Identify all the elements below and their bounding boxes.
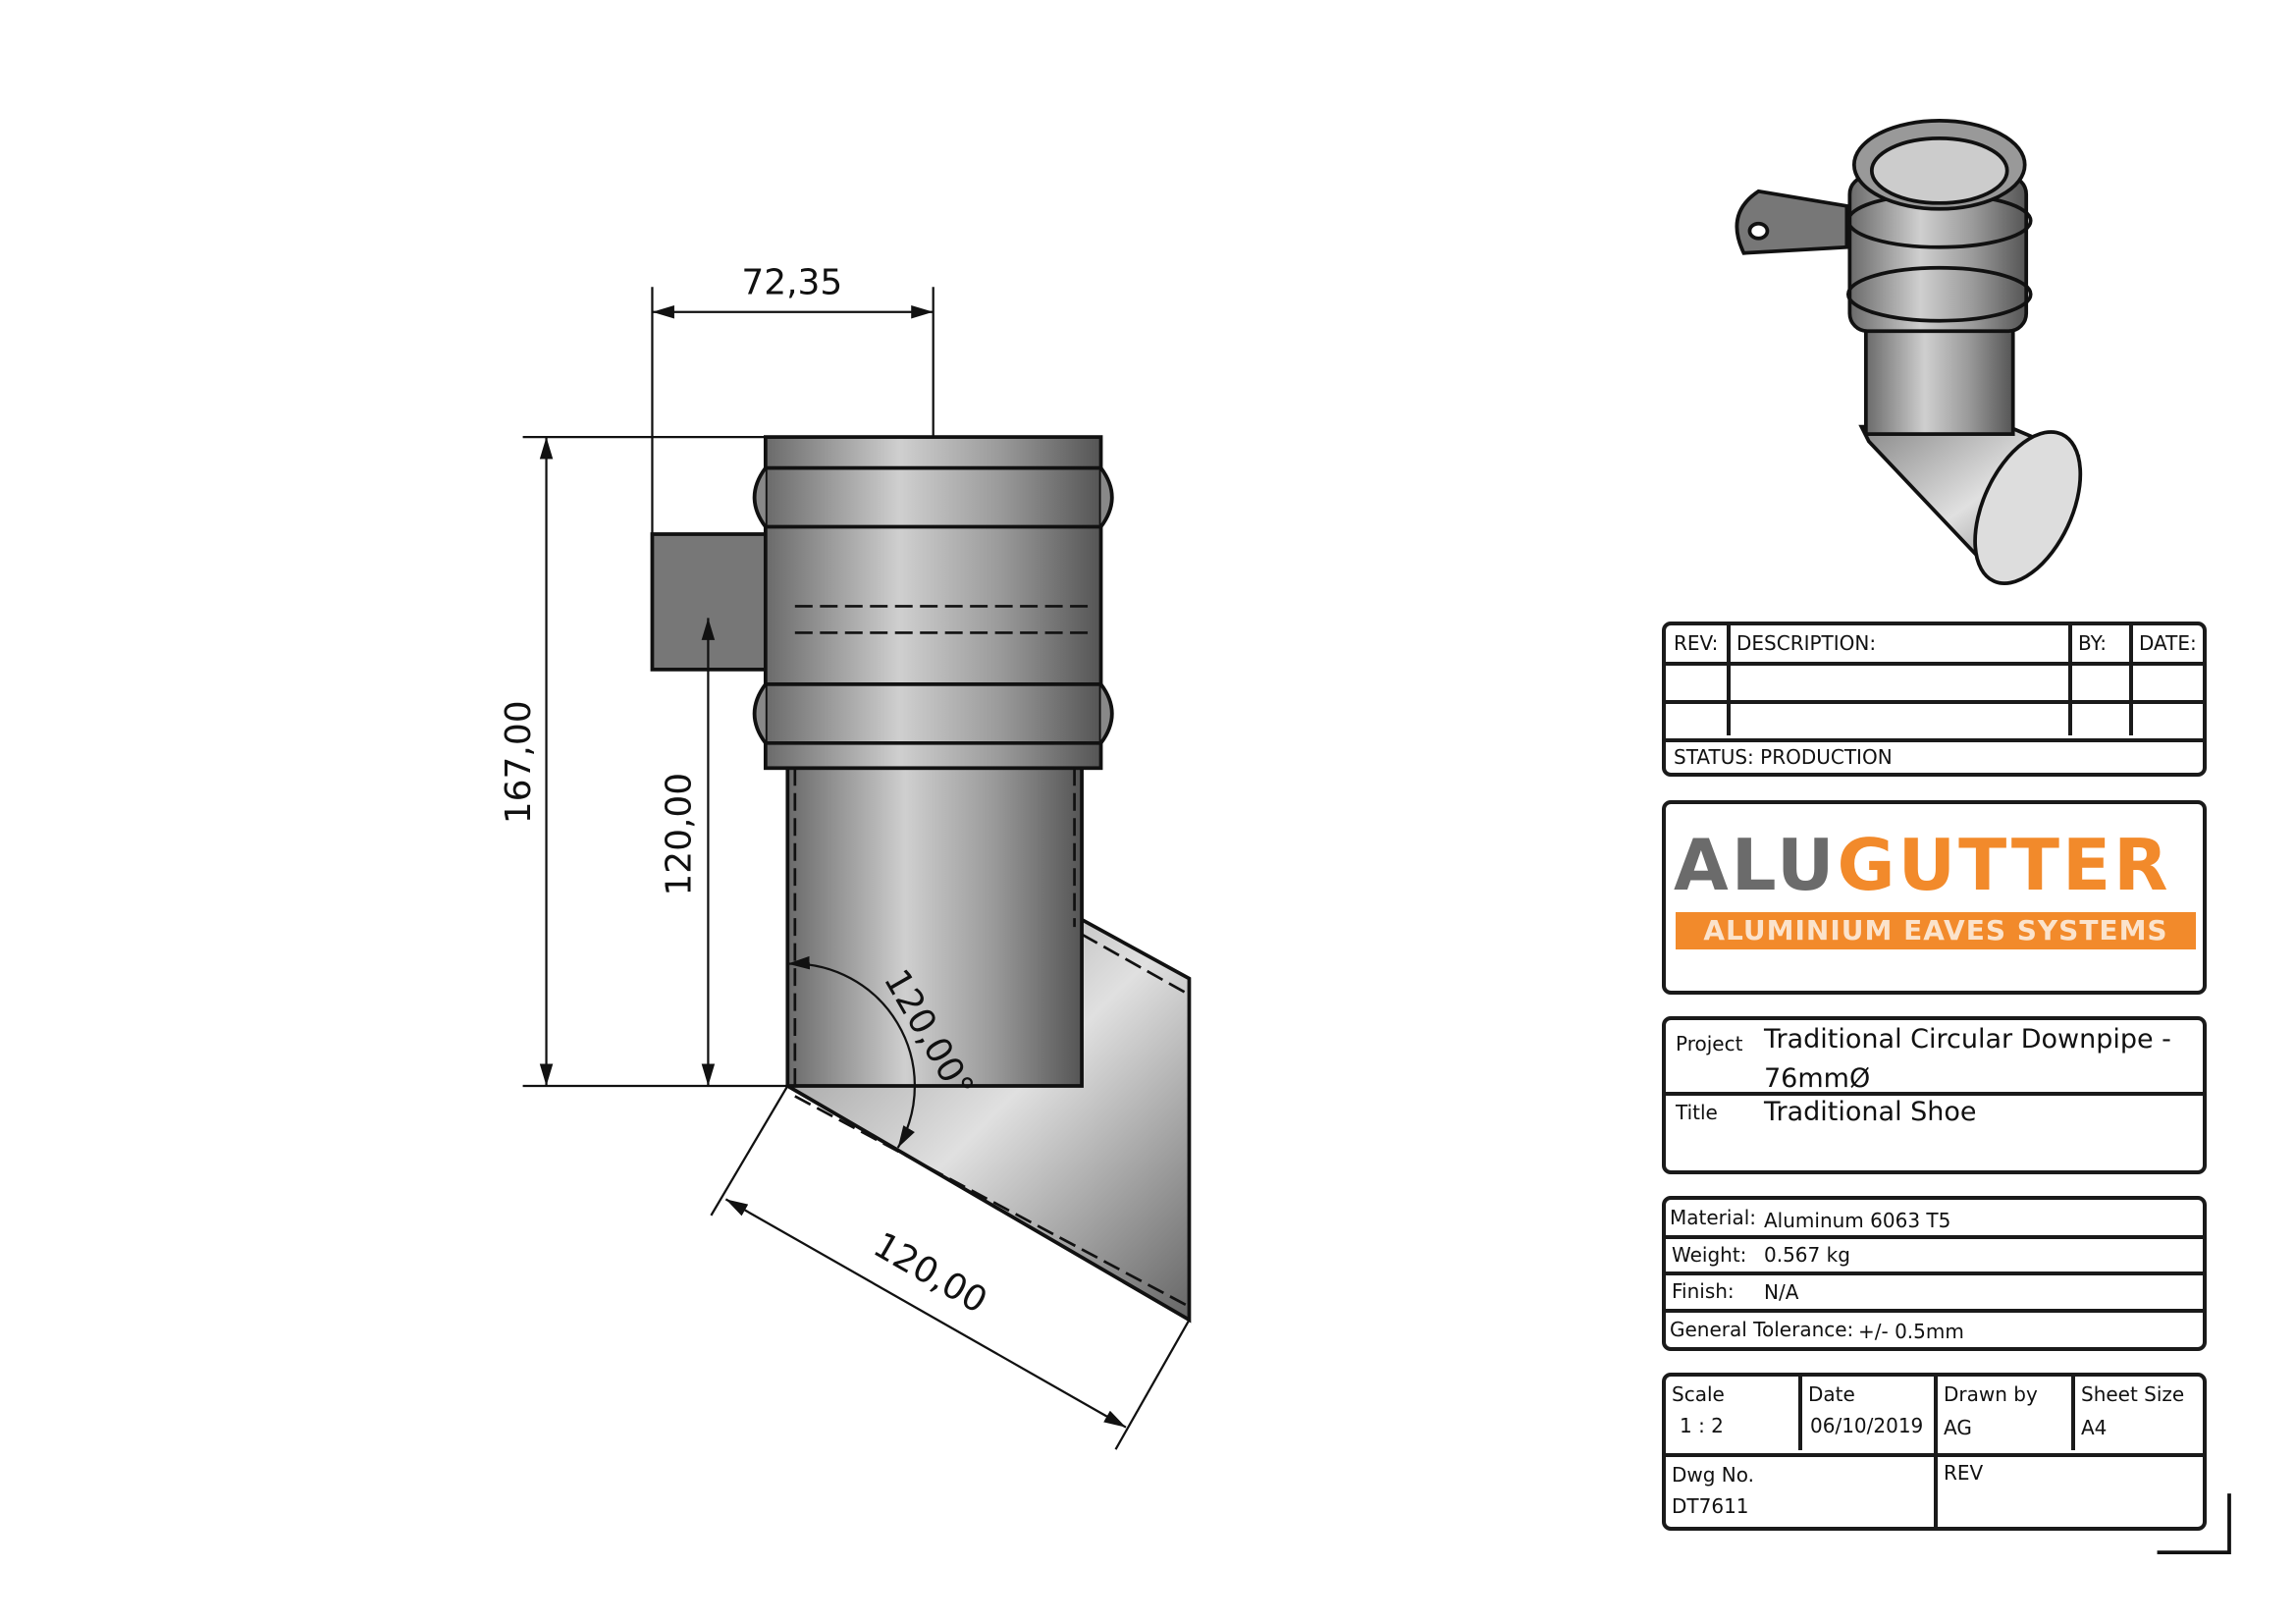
isometric-view: [1735, 119, 2083, 585]
project-value: Traditional Circular Downpipe -: [1764, 1024, 2171, 1055]
pipe-body: [785, 763, 1084, 1088]
dim-top-width: 72,35: [741, 263, 842, 303]
weight-label: Weight:: [1672, 1243, 1747, 1267]
company-logo: ALUGUTTER: [1674, 824, 2171, 906]
sheet-size-label: Sheet Size: [2081, 1382, 2185, 1406]
project-label: Project: [1676, 1032, 1743, 1055]
scale-value: 1 : 2: [1680, 1414, 1724, 1437]
material-value: Aluminum 6063 T5: [1764, 1209, 1951, 1232]
finish-label: Finish:: [1672, 1279, 1735, 1303]
dwg-no-value: DT7611: [1672, 1494, 1749, 1518]
rev-label: REV: [1944, 1461, 1984, 1485]
by-header: BY:: [2078, 631, 2107, 655]
finish-value: N/A: [1764, 1280, 1799, 1304]
description-header: DESCRIPTION:: [1736, 631, 1877, 655]
corner-mark: [2157, 1493, 2231, 1554]
status-text: STATUS: PRODUCTION: [1674, 745, 1893, 769]
bead-bottom: [752, 682, 1114, 744]
title-value: Traditional Shoe: [1764, 1097, 1977, 1127]
dimension-lines: [522, 287, 1191, 1450]
logo-tagline: ALUMINIUM EAVES SYSTEMS: [1676, 912, 2196, 949]
specs-box: Material: Aluminum 6063 T5 Weight: 0.567…: [1662, 1196, 2207, 1351]
side-view: [650, 435, 1192, 1324]
logo-alu: ALU: [1674, 824, 1838, 906]
drawn-by-label: Drawn by: [1944, 1382, 2038, 1406]
dim-bracket-height: 120,00: [659, 773, 699, 896]
weight-value: 0.567 kg: [1764, 1243, 1850, 1267]
bead-top: [752, 466, 1114, 528]
logo-gutter: GUTTER: [1837, 824, 2171, 906]
tolerance-value: +/- 0.5mm: [1858, 1320, 1964, 1343]
date-label: Date: [1808, 1382, 1855, 1406]
material-label: Material:: [1670, 1206, 1756, 1229]
dim-overall-height: 167,00: [499, 700, 539, 824]
title-label: Title: [1676, 1101, 1718, 1124]
logo-box: ALUGUTTER ALUMINIUM EAVES SYSTEMS: [1662, 800, 2207, 995]
socket-collar: [763, 435, 1103, 771]
date-header: DATE:: [2139, 631, 2197, 655]
dim-outlet-length: 120,00: [867, 1225, 993, 1322]
sheet-size-value: A4: [2081, 1416, 2108, 1439]
drawn-by-value: AG: [1944, 1416, 1972, 1439]
revision-table: REV: DESCRIPTION: BY: DATE: STATUS: PROD…: [1662, 622, 2207, 777]
dwg-no-label: Dwg No.: [1672, 1463, 1755, 1487]
project-box: Project Traditional Circular Downpipe - …: [1662, 1016, 2207, 1174]
scale-label: Scale: [1672, 1382, 1725, 1406]
project-value-line2: 76mmØ: [1764, 1063, 1871, 1094]
tolerance-label: General Tolerance:: [1670, 1318, 1854, 1341]
sheet-info-box: Scale 1 : 2 Date 06/10/2019 Drawn by AG …: [1662, 1373, 2207, 1531]
rev-header: REV:: [1674, 631, 1719, 655]
date-value: 06/10/2019: [1810, 1414, 1924, 1437]
